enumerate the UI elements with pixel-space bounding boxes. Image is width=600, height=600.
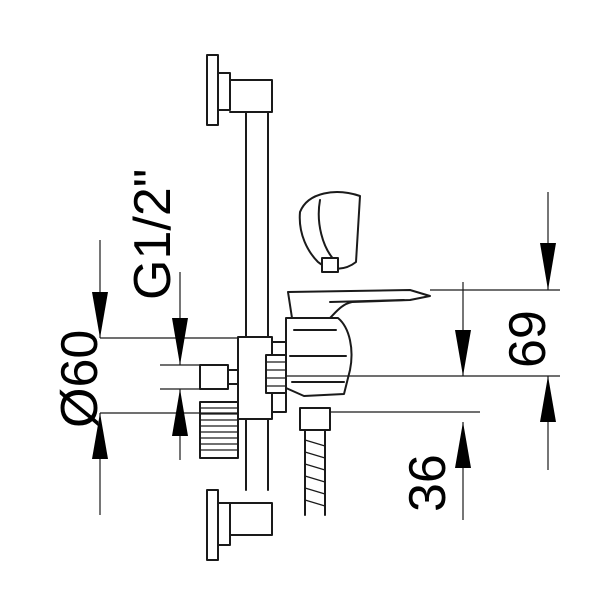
slide-rail	[245, 111, 269, 491]
hand-shower-head	[298, 191, 361, 273]
diameter-label: Ø60	[51, 330, 109, 428]
upper-wall-bracket	[206, 54, 273, 126]
dimension-diameter-60: Ø60	[51, 240, 238, 515]
mixer-housing	[285, 317, 353, 397]
lever-handle	[287, 289, 431, 319]
dimension-36: 36	[330, 411, 480, 520]
shower-hose	[299, 407, 331, 516]
mixer-body	[237, 336, 287, 420]
inlet-connector	[199, 364, 239, 390]
dimension-thread: G1/2"	[124, 169, 200, 460]
height-lower-label: 36	[399, 454, 457, 512]
outlet-nut	[199, 401, 239, 459]
dimension-69: 69	[430, 192, 560, 470]
thread-label: G1/2"	[124, 169, 182, 300]
lower-wall-bracket	[206, 489, 273, 561]
height-upper-label: 69	[499, 310, 557, 368]
